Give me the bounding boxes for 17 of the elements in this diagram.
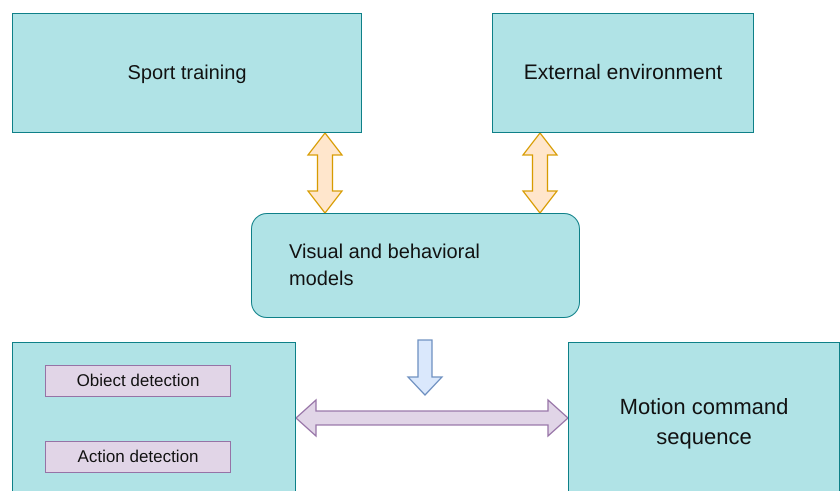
node-label: Action detection bbox=[78, 446, 198, 468]
double-arrow bbox=[295, 398, 569, 438]
label-box bbox=[45, 365, 231, 397]
label-box bbox=[45, 441, 231, 473]
process-box bbox=[12, 342, 296, 491]
node-label: Motion command sequence bbox=[618, 393, 790, 451]
process-box bbox=[568, 342, 840, 491]
block-arrow bbox=[406, 339, 444, 396]
node-label: Sport training bbox=[128, 60, 246, 86]
node-label: Visual and behavioral models bbox=[289, 240, 481, 292]
double-arrow bbox=[522, 132, 558, 214]
node-label: Obiect detection bbox=[76, 370, 200, 392]
node-label: External environment bbox=[524, 60, 722, 86]
process-box bbox=[12, 13, 362, 133]
process-box bbox=[492, 13, 754, 133]
double-arrow bbox=[306, 132, 344, 214]
rounded-process-box bbox=[251, 213, 580, 318]
